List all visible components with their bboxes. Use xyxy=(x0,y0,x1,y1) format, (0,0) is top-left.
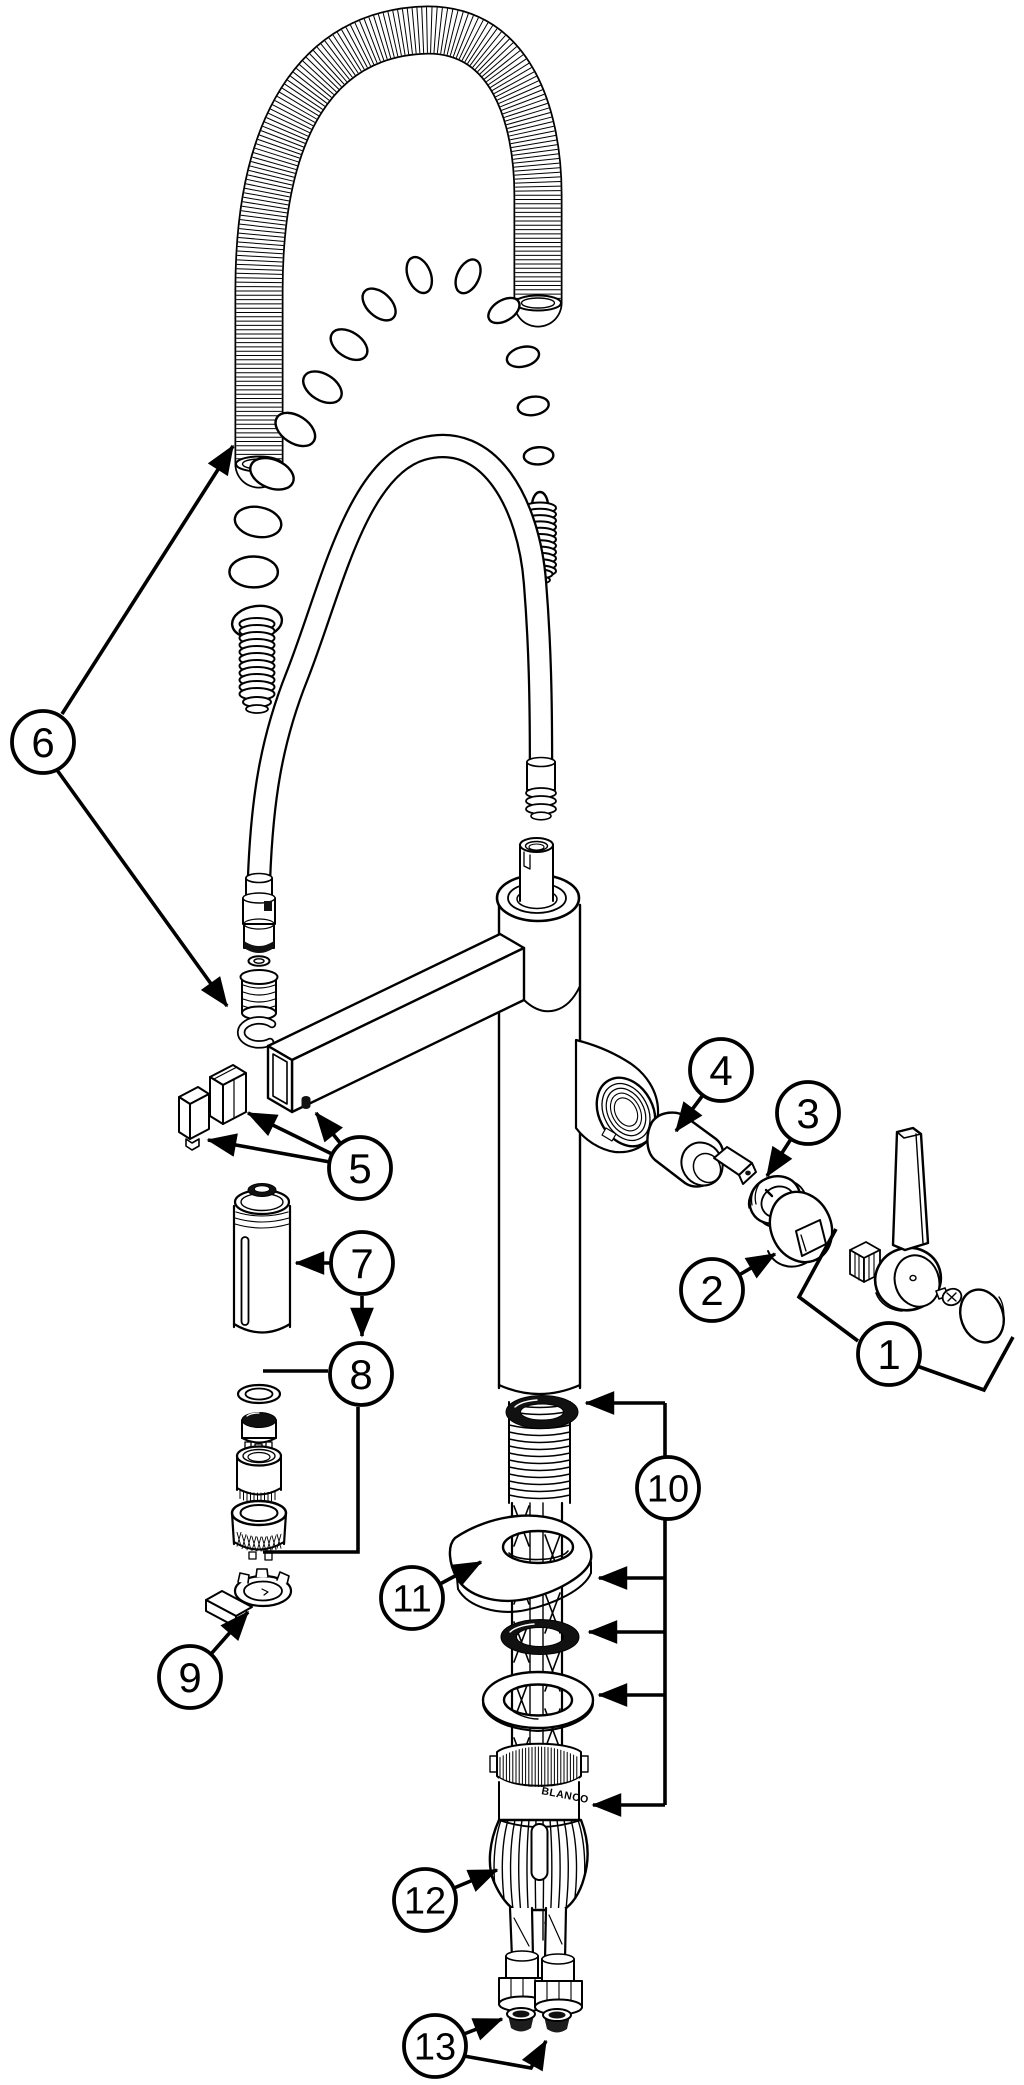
clip-weight-large xyxy=(209,1064,247,1125)
faucet-exploded-drawing: BLANCO xyxy=(178,5,1005,2033)
aerator-housing xyxy=(235,1445,283,1503)
bracket-callout-1-left xyxy=(796,1228,860,1343)
spray-head xyxy=(232,1183,292,1334)
leader-callout-4 xyxy=(674,1093,705,1133)
callout-number: 8 xyxy=(349,1351,372,1398)
callout-number: 12 xyxy=(404,1881,446,1923)
spout-arm-bore xyxy=(272,1053,288,1105)
callout-number: 1 xyxy=(877,1331,900,1378)
tailpiece xyxy=(519,837,554,903)
spray-head-slot xyxy=(240,1236,250,1326)
callout-8: 8 xyxy=(328,1341,394,1407)
callout-12: 12 xyxy=(392,1867,458,1933)
nut-thread-ring xyxy=(499,1746,578,1792)
callout-11: 11 xyxy=(379,1565,445,1631)
hose-fitting-right xyxy=(534,1953,583,2016)
valve-cartridge xyxy=(646,1111,757,1188)
leader-callout-9 xyxy=(209,1610,250,1656)
leader-callout-5-clip-small xyxy=(206,1133,331,1164)
callout-number: 3 xyxy=(796,1090,819,1137)
callout-number: 6 xyxy=(31,719,54,766)
leader-callout-12 xyxy=(453,1868,499,1892)
callout-number: 7 xyxy=(350,1240,373,1287)
leader-callout-6-connector xyxy=(55,768,229,1008)
clip-weight-small xyxy=(178,1086,210,1151)
callout-number: 4 xyxy=(709,1047,732,1094)
aerator-stack xyxy=(230,1383,288,1561)
bracket-callout-8-bottom xyxy=(263,1407,360,1554)
leader-callout-13-left xyxy=(463,2017,504,2041)
seal-right xyxy=(542,2008,572,2033)
callout-6: 6 xyxy=(10,709,76,775)
spanner-tool xyxy=(205,1568,293,1628)
callout-13: 13 xyxy=(402,2013,468,2079)
callout-number: 5 xyxy=(348,1145,371,1192)
callout-3: 3 xyxy=(775,1080,841,1146)
callout-number: 13 xyxy=(414,2027,456,2069)
o-ring-upper xyxy=(505,1395,579,1429)
leader-callout-3 xyxy=(765,1138,793,1178)
aerator-washer xyxy=(236,1383,282,1405)
aerator-insert xyxy=(241,1412,277,1452)
hose-seals xyxy=(506,2007,572,2033)
leader-callout-13-right xyxy=(463,2039,548,2072)
callout-number: 11 xyxy=(392,1579,431,1621)
retaining-clip xyxy=(236,1016,277,1049)
leader-callout-5-clip-large xyxy=(246,1111,333,1156)
spray-hose-ribbed xyxy=(234,5,563,489)
spray-hose-end-caps xyxy=(235,294,562,473)
o-ring-lower xyxy=(500,1619,580,1655)
handle-cap-disc xyxy=(959,1288,1005,1344)
callout-number: 10 xyxy=(647,1469,689,1511)
callout-7: 7 xyxy=(329,1230,395,1296)
escutcheon xyxy=(448,1514,593,1613)
callout-9: 9 xyxy=(157,1644,223,1710)
connector-washer xyxy=(247,955,271,967)
wing-nut xyxy=(488,1818,589,1912)
callout-1: 1 xyxy=(856,1321,922,1387)
handle-screw xyxy=(935,1287,963,1307)
leader-callout-6-hose xyxy=(60,444,235,715)
side-port xyxy=(574,1038,660,1154)
callout-number: 2 xyxy=(700,1267,723,1314)
mounting-nut: BLANCO xyxy=(489,1742,590,1822)
callout-4: 4 xyxy=(688,1037,754,1103)
spout-tube xyxy=(246,433,554,892)
leader-callout-5-pin xyxy=(314,1111,343,1146)
hose-connector xyxy=(239,872,279,1021)
callout-10: 10 xyxy=(635,1455,701,1521)
clip-window xyxy=(264,901,272,911)
spout-tube-barb-fitting xyxy=(525,756,557,821)
seal-left xyxy=(506,2007,536,2032)
lever-handle xyxy=(873,1126,943,1312)
leader-callout-11 xyxy=(439,1560,483,1586)
washer-plate xyxy=(481,1670,595,1732)
dome-cap xyxy=(767,1190,834,1268)
faucet-body xyxy=(495,837,582,1396)
spout-arm xyxy=(266,932,581,1114)
leader-callout-2 xyxy=(738,1252,777,1279)
callout-5: 5 xyxy=(327,1135,393,1201)
set-pin xyxy=(301,1096,311,1109)
callout-2: 2 xyxy=(679,1257,745,1323)
callout-number: 9 xyxy=(178,1654,201,1701)
leader-lines xyxy=(55,444,1015,2072)
nozzle-ring xyxy=(230,1499,288,1561)
bracket-callout-1-right xyxy=(916,1336,1015,1393)
lever-bar xyxy=(891,1126,930,1252)
